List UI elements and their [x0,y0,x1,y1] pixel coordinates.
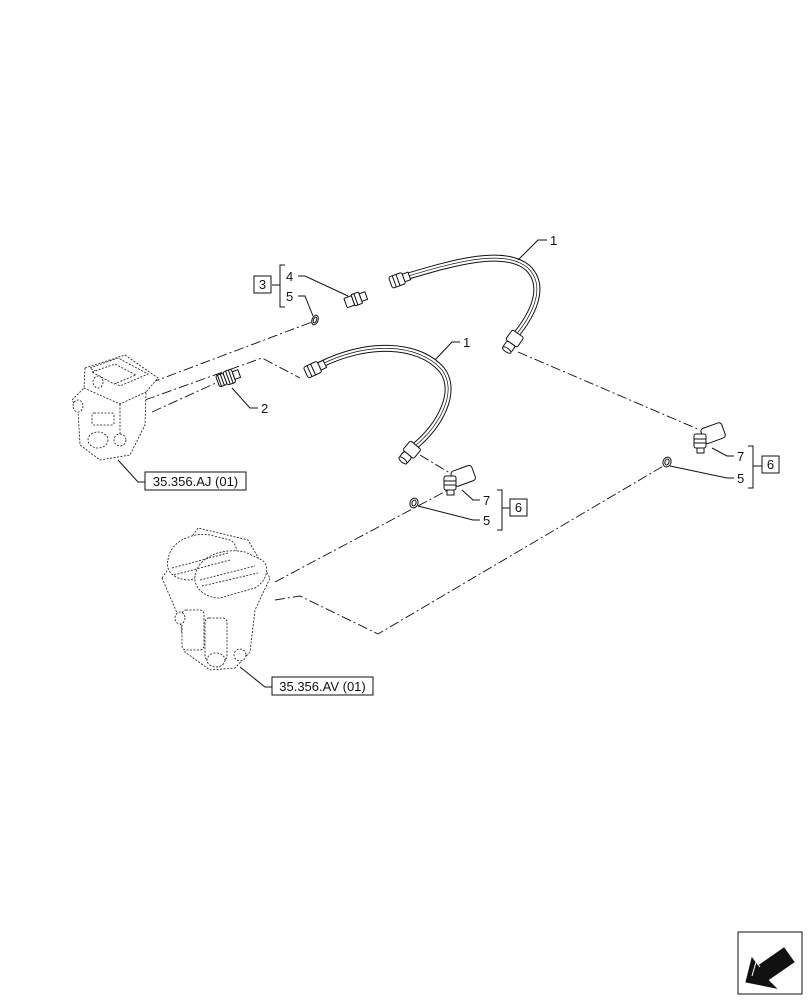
seal-ring-left [311,314,319,326]
kit-box-3[interactable]: 3 [253,275,272,294]
callout-elbow-7-right[interactable]: 7 [737,449,744,464]
arrow-left-down-icon[interactable] [737,931,803,995]
svg-text:35.356.AJ (01): 35.356.AJ (01) [153,474,238,489]
callout-hose-lower[interactable]: 1 [463,335,470,350]
callout-elbow-7-center[interactable]: 7 [483,493,490,508]
fitting-connector-2 [215,369,242,387]
callout-seal-5-center[interactable]: 5 [483,513,490,528]
callout-fitting-4[interactable]: 4 [286,269,293,284]
fitting-adapter-4 [343,291,369,308]
kit-box-6-right[interactable]: 6 [761,455,780,474]
elbow-fitting-right [693,422,726,454]
kit-box-6-center[interactable]: 6 [509,498,528,517]
seal-ring-right [662,456,672,468]
callout-numbers: 1 1 4 5 2 7 5 7 5 [261,233,744,528]
seal-ring-center [409,497,419,509]
svg-text:35.356.AV (01): 35.356.AV (01) [279,679,365,694]
svg-text:6: 6 [515,500,522,515]
kit-brackets [272,264,762,531]
callout-seal-5-right[interactable]: 5 [737,471,744,486]
leader-lines [117,239,734,688]
reference-box-lower-valve[interactable]: 35.356.AV (01) [271,676,374,696]
hose-lower [303,344,452,465]
lower-valve-ghost [161,527,271,671]
svg-text:6: 6 [767,457,774,472]
upper-valve-ghost [71,354,159,461]
callout-hose-upper[interactable]: 1 [550,233,557,248]
svg-text:3: 3 [259,277,266,292]
reference-box-upper-valve[interactable]: 35.356.AJ (01) [144,471,247,491]
callout-seal-5-left[interactable]: 5 [286,289,293,304]
elbow-fitting-center [443,464,476,496]
hose-upper [388,254,541,354]
connection-lines [144,321,701,635]
callout-fitting-2[interactable]: 2 [261,401,268,416]
